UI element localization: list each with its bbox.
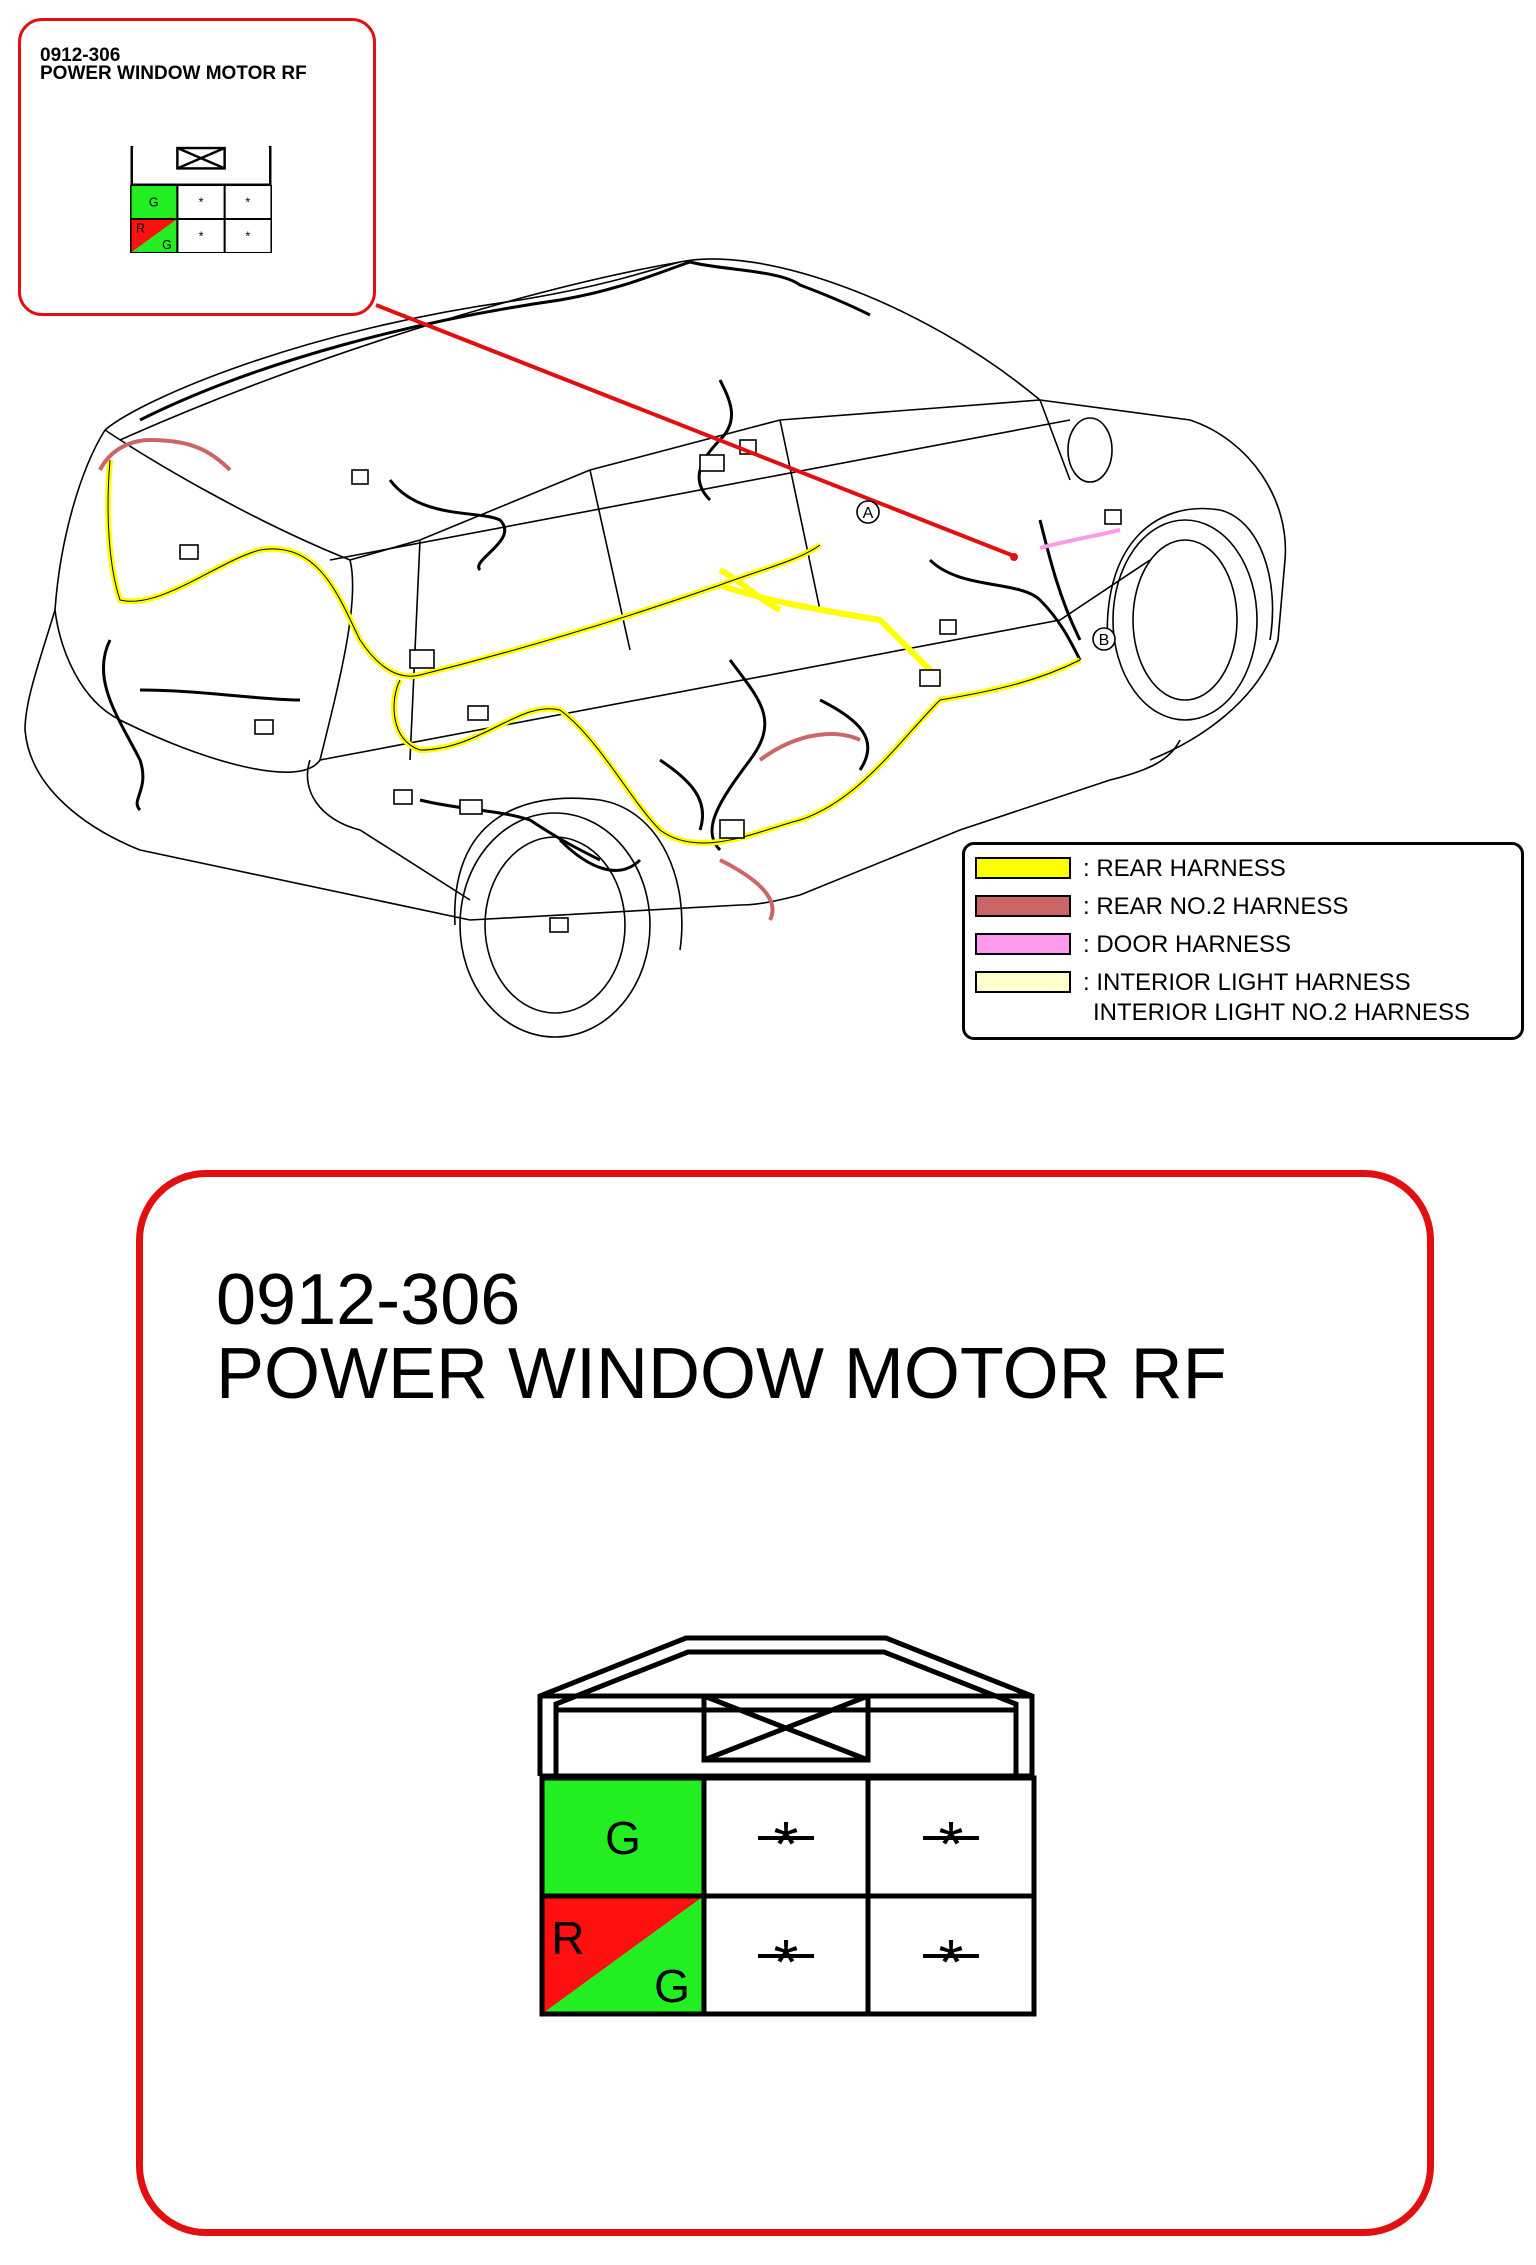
terminal-2-label: * <box>774 1808 799 1880</box>
inset-connector-code: 0912-306 <box>40 45 121 66</box>
terminal-5-label: * <box>774 1926 799 1998</box>
legend-swatch-pink <box>975 933 1071 955</box>
svg-text:G: G <box>149 196 159 210</box>
svg-text:*: * <box>199 196 204 210</box>
connector-block <box>459 799 483 815</box>
terminal-1-fill <box>542 1778 704 1896</box>
terminal-4-fill-bottom <box>542 1896 704 2014</box>
terminal-3-label: * <box>939 1808 964 1880</box>
vehicle-harness-drawing: A B <box>24 258 1287 1038</box>
connector-blocks <box>179 439 1122 933</box>
front-wheel <box>1112 519 1258 721</box>
black-wires <box>101 260 1082 872</box>
svg-text:*: * <box>199 230 204 244</box>
rear-no2-harness <box>98 437 861 921</box>
connector-block <box>1104 509 1122 525</box>
svg-text:A: A <box>863 505 874 522</box>
connector-block <box>699 454 725 472</box>
wheels <box>454 417 1274 1038</box>
connector-block <box>409 649 435 669</box>
terminal-4-label-bottom: G <box>654 1960 690 2012</box>
rear-wheel <box>459 812 651 1038</box>
rear-harness-edge <box>107 459 1081 844</box>
legend-swatch-cream <box>975 971 1071 993</box>
connector-block <box>549 917 569 933</box>
connector-name: POWER WINDOW MOTOR RF <box>216 1334 1227 1414</box>
connector-block <box>719 819 745 839</box>
inset-callout <box>18 18 376 316</box>
door-harness <box>1039 528 1121 550</box>
marker-b: B <box>1092 627 1116 651</box>
rear-harness <box>105 459 1082 846</box>
connector-location-dot <box>1010 553 1018 561</box>
legend-swatch-yellow <box>975 857 1071 879</box>
marker-a: A <box>856 500 880 524</box>
connector-terminal-grid: G R G * * * * <box>539 1775 1037 2017</box>
svg-text:*: * <box>245 230 250 244</box>
svg-text:*: * <box>245 196 250 210</box>
svg-text:R: R <box>136 221 145 235</box>
terminal-6-label: * <box>939 1926 964 1998</box>
connector-block <box>179 544 199 560</box>
connector-code: 0912-306 <box>216 1260 521 1340</box>
key-slot <box>701 1693 871 1763</box>
connector-block <box>393 789 413 805</box>
leader-line <box>375 303 1015 558</box>
connector-block <box>939 619 957 635</box>
mirror <box>1067 417 1113 483</box>
vehicle-body-outline <box>24 258 1287 921</box>
terminal-1-label: G <box>605 1812 641 1864</box>
terminal-4-label-top: R <box>551 1912 584 1964</box>
connector-detail-panel <box>136 1170 1434 2236</box>
legend-swatch-rose <box>975 895 1071 917</box>
inset-connector-name: POWER WINDOW MOTOR RF <box>40 63 307 84</box>
connector-block <box>467 705 489 721</box>
connector-block <box>254 719 274 735</box>
connector-block <box>351 469 369 485</box>
svg-text:B: B <box>1099 632 1110 649</box>
connector-housing <box>537 1635 1035 1779</box>
connector-block <box>919 669 941 687</box>
svg-text:G: G <box>162 238 172 252</box>
inset-connector-grid: G * * R G * * <box>130 185 272 253</box>
harness-legend: : REAR HARNESS : REAR NO.2 HARNESS : DOO… <box>962 842 1524 1040</box>
